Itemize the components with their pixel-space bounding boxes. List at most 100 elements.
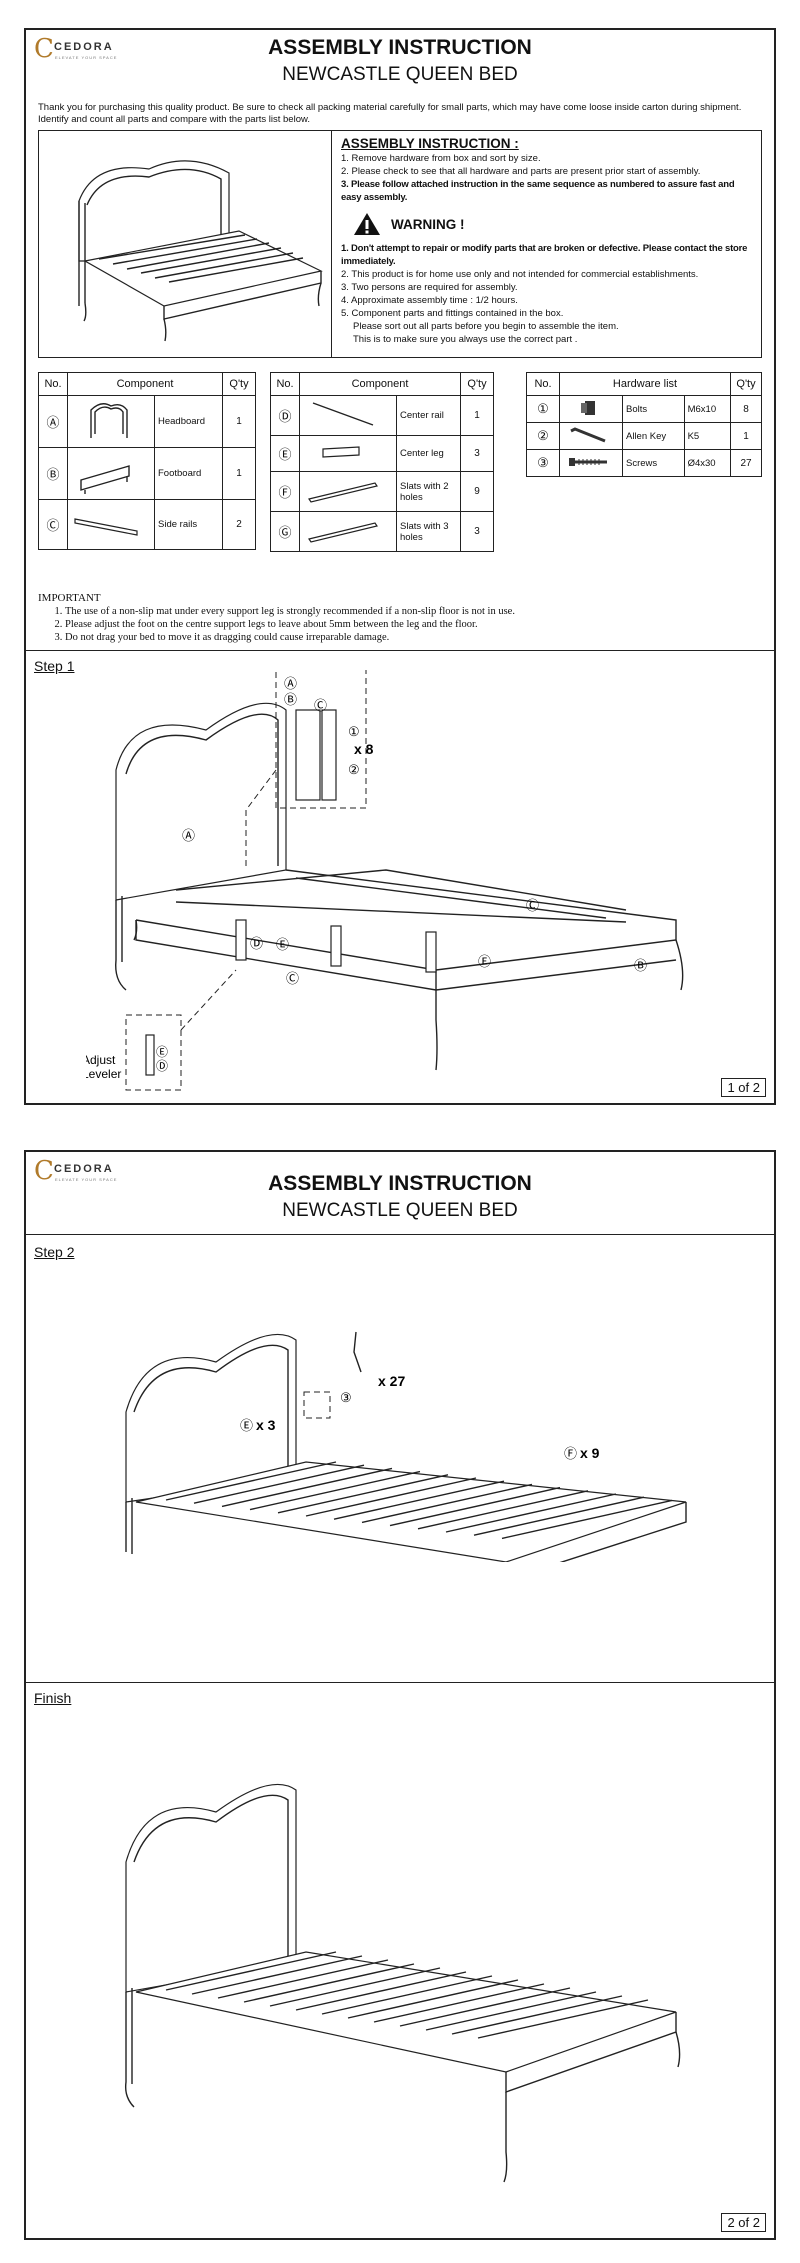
component-table-1: No. Component Q'ty Ⓐ Headboard 1 Ⓑ Footb… <box>38 372 256 550</box>
slat-line <box>477 1999 649 2039</box>
callout-c-lower: Ⓒ <box>286 971 299 986</box>
slat-count: x 9 <box>580 1445 600 1461</box>
slat-line <box>217 1959 389 1999</box>
slat-line <box>249 1470 421 1511</box>
slat-line <box>305 1477 477 1517</box>
headboard-image <box>90 403 128 438</box>
warning-item: 3. Two persons are required for assembly… <box>341 282 518 293</box>
important-item: Please adjust the foot on the centre sup… <box>65 618 762 631</box>
important-item: The use of a non-slip mat under every su… <box>65 605 762 618</box>
slat-line <box>165 1461 337 1501</box>
page-number: 1 of 2 <box>721 1078 766 1097</box>
assembly-instructions: ASSEMBLY INSTRUCTION : 1. Remove hardwar… <box>341 137 757 346</box>
slat-line <box>425 1991 597 2031</box>
slat-line <box>277 1474 449 1514</box>
col-header: No. <box>526 372 560 396</box>
finish-diagram <box>124 1783 681 2183</box>
page-subtitle: NEWCASTLE QUEEN BED <box>282 1200 518 1221</box>
warning-item: 2. This product is for home use only and… <box>341 269 699 280</box>
adjust-label: Adjust <box>86 1053 116 1067</box>
table-row: Ⓐ Headboard 1 <box>38 395 256 448</box>
callout-e: Ⓔ <box>276 937 289 952</box>
cedora-logo: C CEDORA ELEVATE YOUR SPACE <box>34 1156 118 1186</box>
table-row: Ⓔ Center leg 3 <box>270 435 494 472</box>
hardware-table: No. Hardware list Q'ty ① Bolts M6x10 8 ②… <box>526 372 762 477</box>
page-title: ASSEMBLY INSTRUCTION <box>268 36 532 59</box>
slat-line <box>399 1987 571 2027</box>
slat-line <box>373 1983 545 2023</box>
callout-a-detail: Ⓐ <box>284 676 297 691</box>
divider <box>26 650 774 651</box>
callout-e-right: Ⓔ <box>478 954 491 969</box>
important-notes: IMPORTANT The use of a non-slip mat unde… <box>38 592 762 644</box>
center-leg-image <box>322 446 360 458</box>
screw-count: x 27 <box>378 1373 405 1389</box>
col-header: Q'ty <box>730 372 762 396</box>
assembly-step: 1. Remove hardware from box and sort by … <box>341 153 541 164</box>
callout-2: ② <box>348 762 360 777</box>
leveler-label: Leveler <box>86 1067 121 1081</box>
warning-icon <box>354 213 380 235</box>
table-row: Ⓒ Side rails 2 <box>38 499 256 550</box>
warning-item: 5. Component parts and fittings containe… <box>341 308 564 319</box>
slat-line <box>361 1483 533 1524</box>
leg-count: x 3 <box>256 1417 276 1433</box>
slat-line <box>417 1490 589 1530</box>
callout-b-detail: Ⓑ <box>284 692 297 707</box>
divider <box>26 1682 774 1683</box>
warning-item: 4. Approximate assembly time : 1/2 hours… <box>341 295 518 306</box>
page-header: C CEDORA ELEVATE YOUR SPACE ASSEMBLY INS… <box>26 1152 774 1234</box>
bolt-count: x 8 <box>354 741 374 757</box>
footboard-image <box>80 465 130 494</box>
table-row: ③ Screws Ø4x30 27 <box>526 449 762 477</box>
step-1-diagram: Ⓐ Ⓐ Ⓑ Ⓒ ① ② x 8 Ⓒ Ⓒ Ⓔ Ⓔ Ⓓ Ⓑ Ⓔ Ⓓ Adjust L… <box>86 670 684 1091</box>
component-table-2: No. Component Q'ty Ⓓ Center rail 1 Ⓔ Cen… <box>270 372 494 552</box>
slat-line <box>473 1496 645 1536</box>
slat-line <box>269 1967 441 2007</box>
callout-e: Ⓔ <box>240 1418 253 1433</box>
table-row: ② Allen Key K5 1 <box>526 422 762 450</box>
screwdriver-icon <box>353 1331 362 1373</box>
warning-item: 1. Don't attempt to repair or modify par… <box>341 243 748 267</box>
callout-a: Ⓐ <box>182 828 195 843</box>
col-header: No. <box>270 372 300 396</box>
callout-c: Ⓒ <box>526 898 539 913</box>
step-2-diagram: Ⓔ x 3 Ⓕ x 9 ③ x 27 <box>125 1331 687 1562</box>
finish-label: Finish <box>34 1690 72 1706</box>
center-rail-image <box>312 402 374 426</box>
page-header: C CEDORA ELEVATE YOUR SPACE ASSEMBLY INS… <box>26 30 774 112</box>
slat-2-holes-image <box>308 482 378 503</box>
callout-f: Ⓕ <box>564 1446 577 1461</box>
slat-line <box>295 1971 467 2011</box>
table-row: Ⓑ Footboard 1 <box>38 447 256 500</box>
table-row: ① Bolts M6x10 8 <box>526 395 762 423</box>
warning-note: This is to make sure you always use the … <box>353 334 578 345</box>
side-rail-image <box>74 518 138 536</box>
slat-line <box>193 1464 365 1504</box>
col-header: Q'ty <box>222 372 256 396</box>
assembly-step: 3. Please follow attached instruction in… <box>341 179 735 203</box>
page-title: ASSEMBLY INSTRUCTION <box>268 1172 532 1195</box>
slat-line <box>501 1499 673 1540</box>
assembly-step: 2. Please check to see that all hardware… <box>341 166 701 177</box>
col-header: Component <box>299 372 461 396</box>
slat-line <box>321 1975 493 2015</box>
slat-line <box>191 1955 363 1995</box>
callout-d: Ⓓ <box>250 936 263 951</box>
slat-line <box>347 1979 519 2019</box>
important-item: Do not drag your bed to move it as dragg… <box>65 631 762 644</box>
col-header: No. <box>38 372 68 396</box>
slat-line <box>165 1951 337 1991</box>
callout-e-leveler: Ⓔ <box>156 1045 168 1059</box>
slat-line <box>243 1963 415 2003</box>
overview-box: ASSEMBLY INSTRUCTION : 1. Remove hardwar… <box>38 130 762 358</box>
table-row: Ⓖ Slats with 3 holes 3 <box>270 511 494 552</box>
step-1-label: Step 1 <box>34 658 75 674</box>
col-header: Q'ty <box>460 372 494 396</box>
cedora-logo: C CEDORA ELEVATE YOUR SPACE <box>34 34 118 64</box>
col-header: Component <box>67 372 223 396</box>
slat-line <box>333 1480 505 1520</box>
page-number: 2 of 2 <box>721 2213 766 2232</box>
intro-text: Thank you for purchasing this quality pr… <box>38 102 742 125</box>
slat-line <box>221 1467 393 1508</box>
